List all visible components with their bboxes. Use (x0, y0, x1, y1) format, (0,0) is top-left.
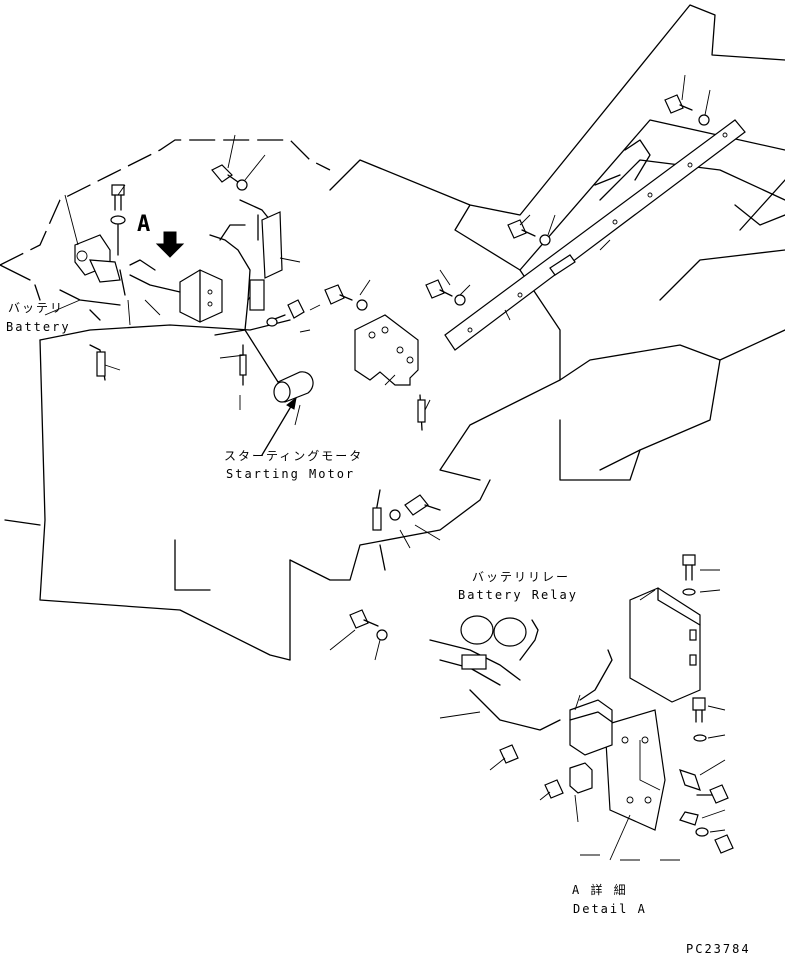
battery-box-outline (0, 139, 491, 661)
detail-marker-a: A (137, 212, 151, 237)
revolving-frame-outline (329, 4, 785, 481)
detail-title-en: Detail A (573, 902, 647, 916)
detail-title-jp: A 詳 細 (572, 883, 628, 897)
detail-a-relay-assembly (329, 554, 734, 861)
detail-a-arrow (155, 231, 185, 258)
mounting-bracket-center (354, 314, 426, 431)
battery-terminal (74, 234, 126, 296)
battery-relay-label-jp: バッテリリレー (472, 570, 571, 584)
battery-relay-box (129, 259, 223, 323)
battery-label-jp: バッテリ (8, 301, 65, 315)
battery-cable-left (89, 344, 106, 381)
bolt-washer-top-left (110, 184, 126, 256)
starting-motor-label-jp: スターティングモータ (224, 449, 364, 463)
starting-motor (209, 234, 314, 403)
battery-label-en: Battery (6, 320, 71, 334)
leader-lines (64, 74, 711, 426)
starting-motor-arrow (261, 396, 297, 456)
rail-bracket (444, 94, 746, 351)
battery-relay-label-en: Battery Relay (458, 588, 578, 602)
bolts-center (266, 279, 466, 327)
drawing-number: PC23784 (686, 942, 751, 956)
bolt-washer-top-center (211, 164, 283, 279)
starting-motor-label-en: Starting Motor (226, 467, 356, 481)
ground-cable (372, 489, 441, 571)
battery-leader (44, 299, 81, 316)
